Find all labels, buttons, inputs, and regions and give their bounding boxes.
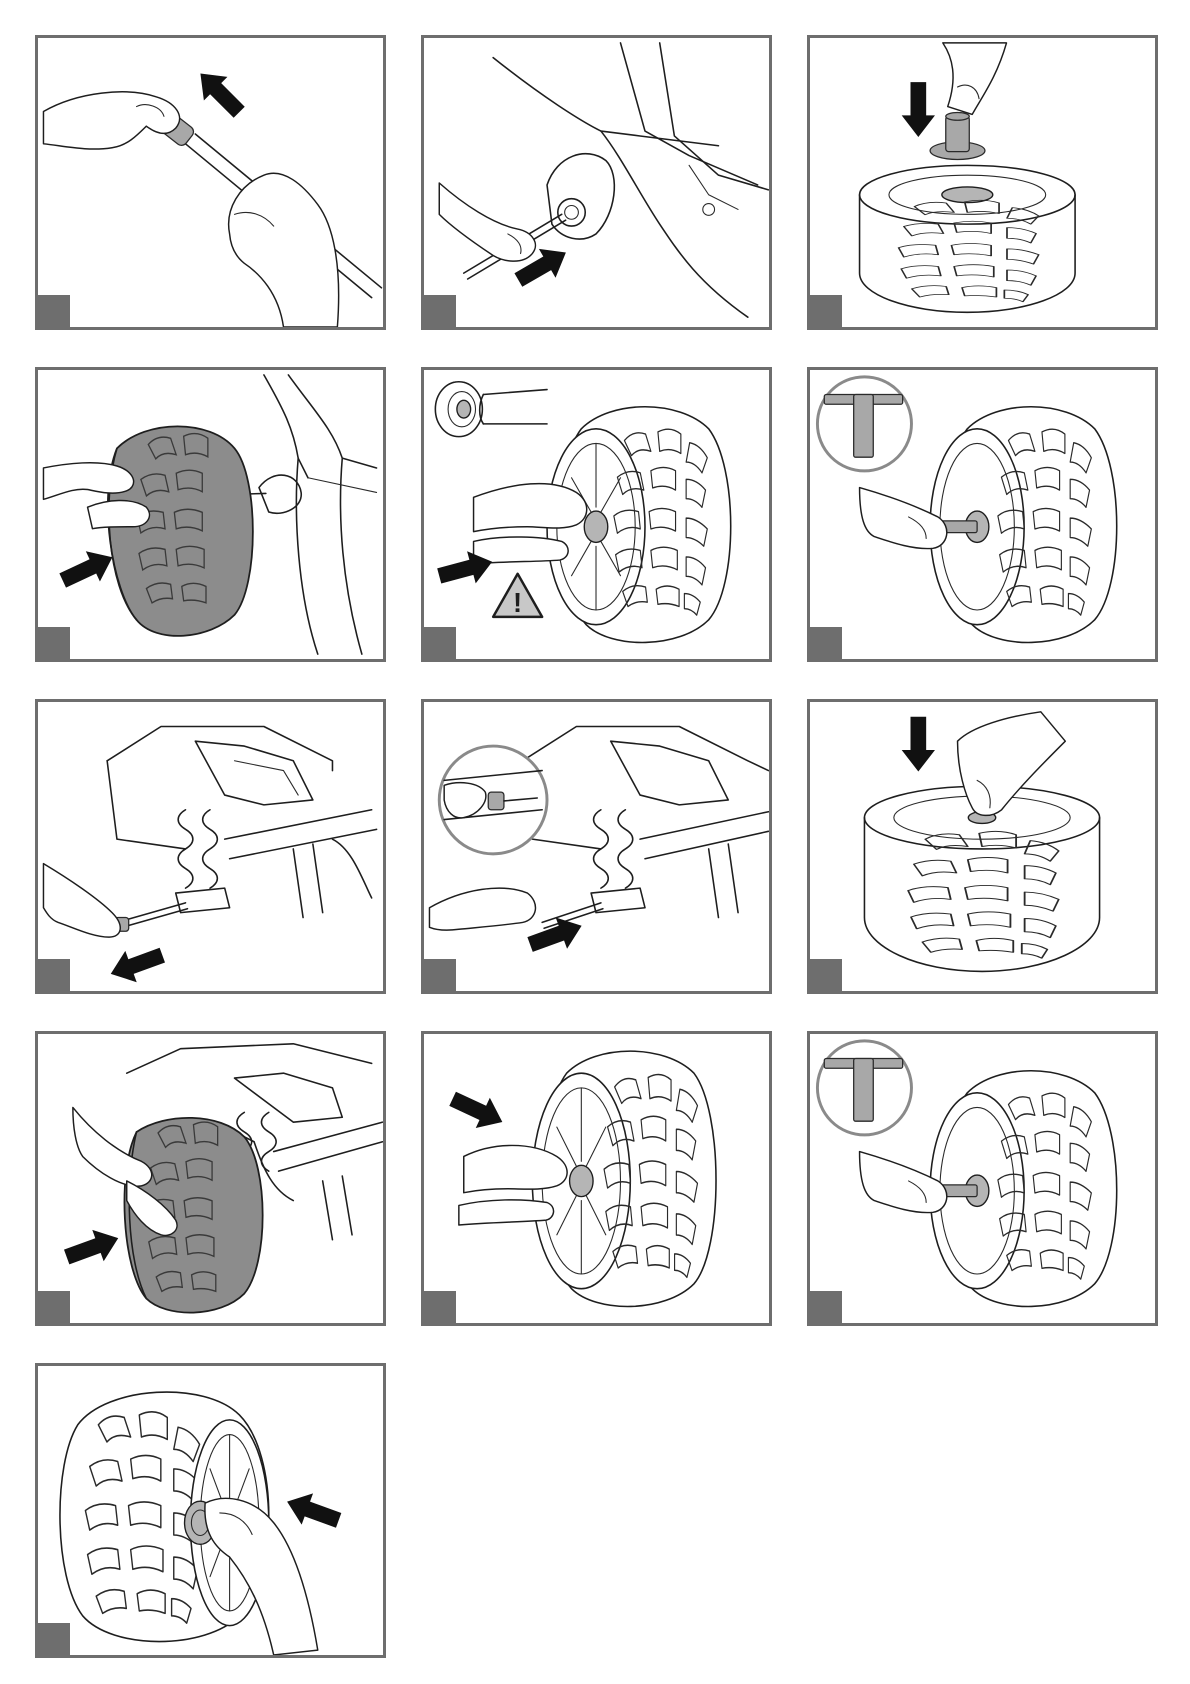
wheel-icon: [860, 165, 1076, 312]
arrow-icon: [902, 82, 935, 137]
arrow-icon: [56, 542, 120, 595]
final-wrench-tightening-illustration: [810, 1034, 1155, 1323]
step-marker: [38, 1623, 70, 1655]
step-marker: [810, 1291, 842, 1323]
arrow-icon: [105, 940, 168, 990]
wheel-mounting-illustration: [38, 370, 383, 659]
step-marker: [38, 1291, 70, 1323]
hand-icon: [943, 43, 1007, 115]
hand-icon: [43, 864, 120, 937]
step-panel-13: [35, 1363, 386, 1658]
step-marker: [810, 627, 842, 659]
hand-icon: [88, 501, 150, 529]
hub-placement-illustration: [810, 38, 1155, 327]
step-panel-6: [807, 367, 1158, 662]
hand-icon: [229, 173, 339, 327]
hand-icon: [474, 484, 587, 532]
step-panel-12: [807, 1031, 1158, 1326]
arrow-icon: [189, 62, 251, 124]
suspension-bolt-insertion-illustration: [424, 702, 769, 991]
step-marker: [424, 1291, 456, 1323]
nut-fitting-illustration: [424, 1034, 769, 1323]
step-panel-1: [35, 35, 386, 330]
wheel-icon: [926, 1071, 1117, 1307]
step-marker: [38, 295, 70, 327]
step-panel-2: [421, 35, 772, 330]
wrench-icon: [817, 1041, 911, 1135]
warning-icon: !: [493, 574, 542, 618]
wheel-icon: [926, 407, 1117, 643]
hand-icon: [43, 92, 179, 149]
step-marker: [424, 295, 456, 327]
hub-cap-fitting-illustration: [38, 1366, 383, 1655]
step-marker: [38, 959, 70, 991]
axle-insertion-illustration: [424, 38, 769, 327]
step-panel-9: [807, 699, 1158, 994]
suspension-icon: [542, 810, 645, 929]
wheel-remount-illustration: [38, 1034, 383, 1323]
step-panel-8: [421, 699, 772, 994]
wheel-icon: [108, 426, 253, 636]
step-panel-10: [35, 1031, 386, 1326]
hub-cap-icon: [930, 112, 985, 159]
step-panel-3: [807, 35, 1158, 330]
bolt-icon: [439, 746, 547, 854]
step-panel-5: !: [421, 367, 772, 662]
wrench-icon: [817, 377, 911, 471]
arrow-icon: [281, 1486, 344, 1536]
wrench-tightening-illustration: [810, 370, 1155, 659]
step-panel-11: [421, 1031, 772, 1326]
suspension-icon: [115, 810, 230, 931]
step-panel-4: [35, 367, 386, 662]
step-marker: [424, 959, 456, 991]
step-marker: [810, 959, 842, 991]
washer-installation-illustration: !: [424, 370, 769, 659]
washer-icon: [435, 382, 547, 437]
warning-symbol: !: [513, 587, 522, 618]
tool-assembly-illustration: [38, 38, 383, 327]
step-marker: [810, 295, 842, 327]
hub-insertion-illustration: [810, 702, 1155, 991]
arrow-icon: [446, 1084, 510, 1137]
step-marker: [424, 627, 456, 659]
arrow-icon: [61, 1223, 124, 1273]
hand-icon: [459, 1200, 554, 1225]
step-marker: [38, 627, 70, 659]
hand-icon: [429, 888, 535, 930]
step-panel-7: [35, 699, 386, 994]
arrow-icon: [902, 717, 935, 772]
suspension-bolt-removal-illustration: [38, 702, 383, 991]
